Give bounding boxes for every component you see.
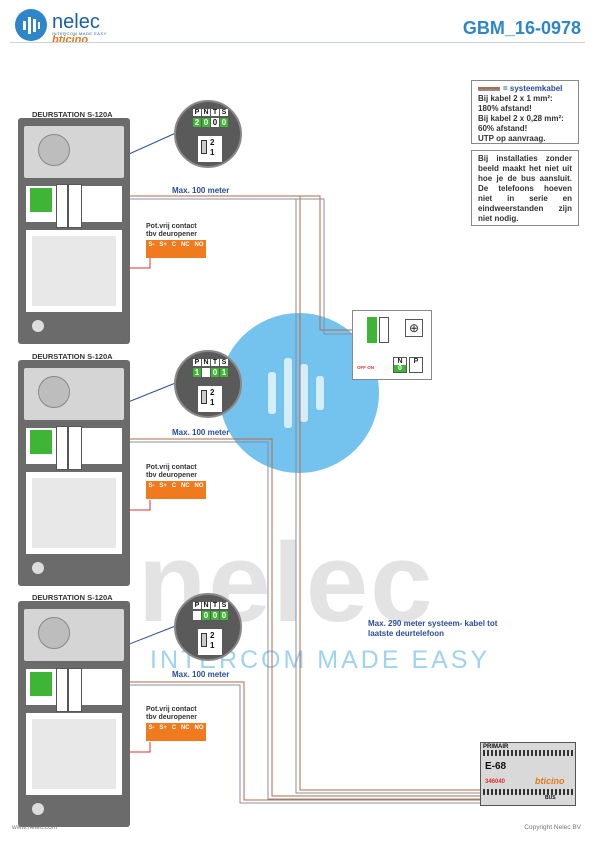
dip-value: 2 [193,118,201,127]
station-1-panel [18,118,130,344]
dip-value: 1 [193,368,201,377]
contact-label-1: Pot.vrij contact tbv deuropener [146,223,197,238]
logo-wordmark: nelec [52,11,100,33]
dip-value: 1 [220,368,228,377]
dip-value: 0 [211,368,219,377]
station-1-title: DEURSTATION S-120A [32,110,113,119]
dip-switch-label: 1 [210,398,215,407]
psu-model: E-68 [485,761,507,772]
distance-label-3: Max. 100 meter [172,670,230,679]
station-2-connector [56,426,68,470]
dip-header-p: P [193,602,201,609]
dip-value: 0 [202,118,210,127]
station-2-title: DEURSTATION S-120A [32,352,113,361]
psu-primair-label: PRIMAIR [483,744,509,750]
cable-legend-line: Bij kabel 2 x 1 mm²: [478,94,553,103]
phone-off-on: OFF ON [357,365,374,370]
distance-label-1: Max. 100 meter [172,186,230,195]
cable-legend-label: = systeemkabel [503,84,563,93]
station-3-terminal [30,672,52,696]
phone-header-p: P [409,357,423,373]
footer-copyright: Copyright Nelec BV [524,824,581,831]
station-1-connector-strip [68,184,82,228]
dip-header-p: P [193,109,201,116]
dip-zoom-2: P N T S 1 0 1 2 1 [174,350,242,418]
phone-connector [379,317,389,343]
dip-value: 0 [211,611,219,620]
header-divider [10,42,585,43]
phone-header-n: N [397,358,403,365]
dip-header-t: T [211,109,219,116]
dip-header-n: N [202,359,210,366]
dip-switch-label: 2 [210,388,215,397]
station-3-connector [56,668,68,712]
document-code: GBM_16-0978 [462,18,581,38]
dip-value: 0 [202,611,210,620]
dip-value: 0 [211,118,219,127]
psu-bticino-logo: bticino [535,776,565,786]
install-note: Bij installaties zonder beeld maakt het … [471,150,579,226]
cable-legend-line: 180% afstand! [478,104,532,113]
dip-zoom-1: P N T S 2 0 0 0 2 1 [174,100,242,168]
cable-legend-line: 60% afstand! [478,124,528,133]
phone-terminal [367,317,377,343]
station-3-panel [18,601,130,827]
dip-switch-icon [201,390,207,404]
dip-switch-label: 1 [210,641,215,650]
phone-value: 0 [394,365,406,372]
dip-value: 0 [220,611,228,620]
cable-legend-line: Bij kabel 2 x 0,28 mm²: [478,114,564,123]
dip-header-t: T [211,602,219,609]
dip-switch-label: 2 [210,138,215,147]
station-1-connector [56,184,68,228]
bticino-logo: bticino [52,34,89,46]
station-3-title: DEURSTATION S-120A [32,593,113,602]
station-3-connector-strip [68,668,82,712]
logo-tagline: INTERCOM MADE EASY [52,31,107,36]
crosshair-icon: ⊕ [405,319,423,337]
contact-label-3: Pot.vrij contact tbv deuropener [146,706,197,721]
cable-swatch-icon [478,87,500,91]
cable-legend-line: UTP op aanvraag. [478,134,546,143]
dip-switch-icon [201,633,207,647]
distance-label-2: Max. 100 meter [172,428,230,437]
dip-value: 0 [220,118,228,127]
footer-website[interactable]: www.nelec.com [12,824,58,831]
bus-length-note: Max. 290 meter systeem- kabel tot laatst… [368,619,498,638]
dip-header-n: N [202,602,210,609]
dip-header-t: T [211,359,219,366]
station-2-panel [18,360,130,586]
watermark-circle [219,313,379,473]
dip-header-p: P [193,359,201,366]
station-2-terminal [30,430,52,454]
dip-switch-label: 2 [210,631,215,640]
psu-bus-label: BUS [545,795,556,801]
dip-header-n: N [202,109,210,116]
nelec-logo-icon [15,9,47,41]
dip-header-s: S [220,602,228,609]
dip-switch-label: 1 [210,148,215,157]
station-1-terminal [30,188,52,212]
power-supply-unit: PRIMAIR E-68 346040 bticino BUS [480,742,576,806]
cable-legend: = systeemkabel Bij kabel 2 x 1 mm²: 180%… [471,80,579,144]
dip-zoom-3: P N T S 0 0 0 2 1 [174,593,242,661]
dip-header-s: S [220,359,228,366]
dip-header-s: S [220,109,228,116]
contact-label-2: Pot.vrij contact tbv deuropener [146,464,197,479]
psu-code: 346040 [485,779,506,785]
dip-switch-icon [201,140,207,154]
station-2-connector-strip [68,426,82,470]
